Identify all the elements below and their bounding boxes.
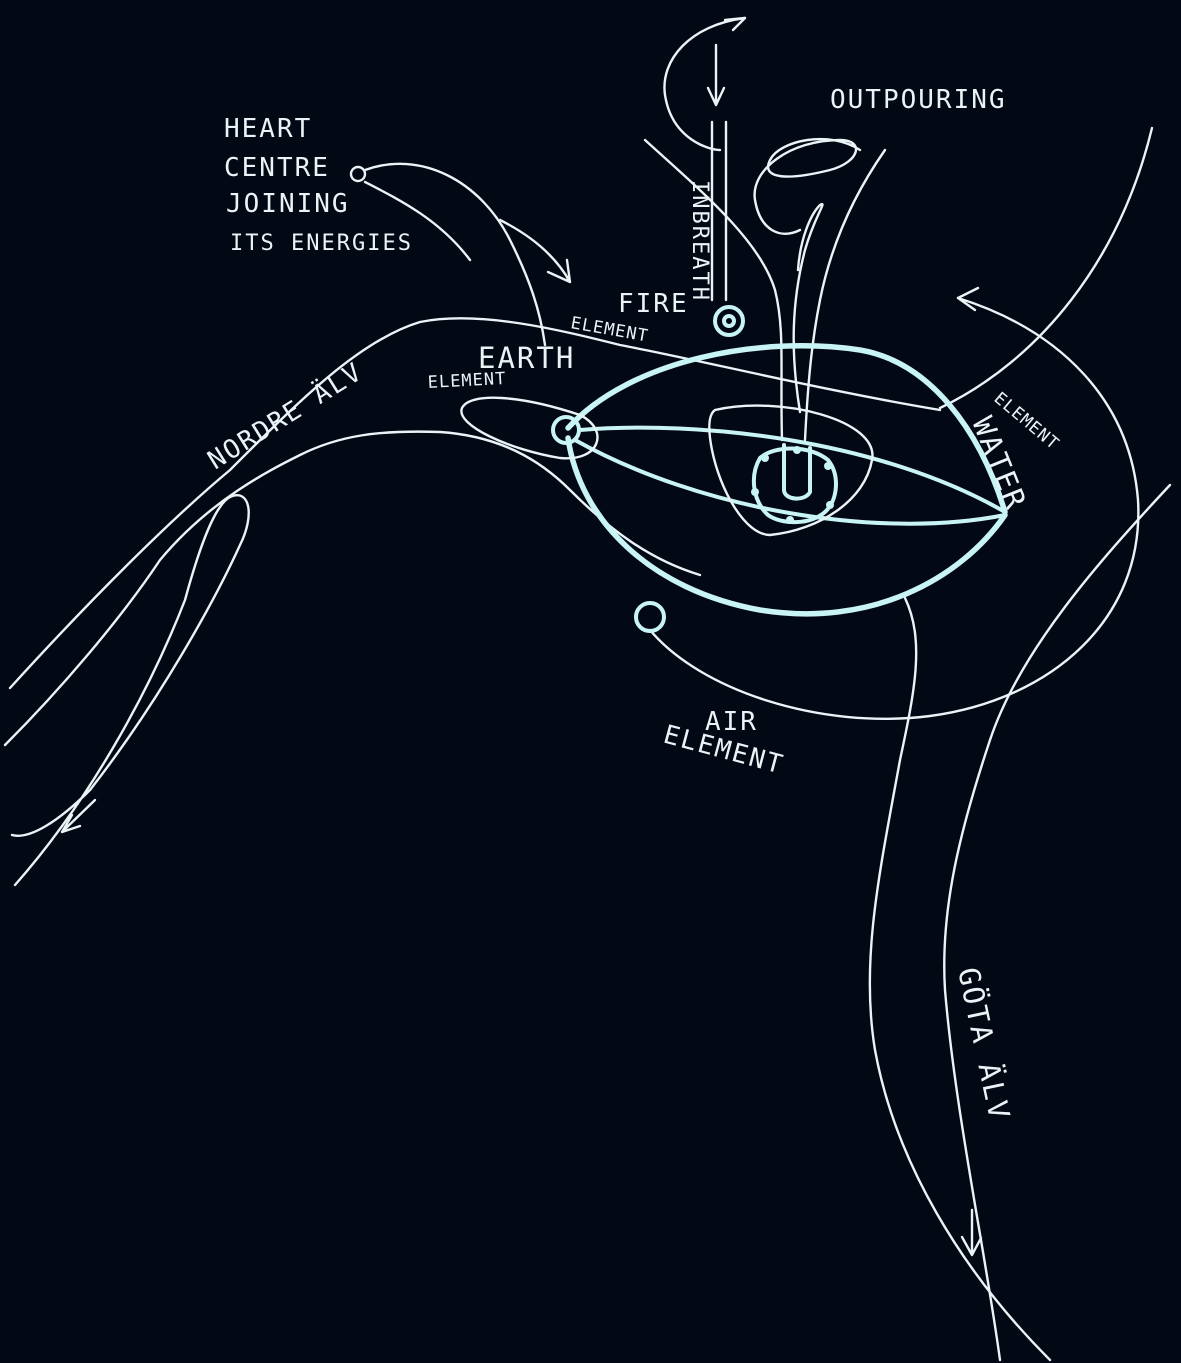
label-joining: JOINING xyxy=(226,189,350,219)
outer-return-arc xyxy=(648,296,1140,720)
inbreath-top-loop xyxy=(663,16,747,152)
funnel-left-wall xyxy=(643,138,784,442)
eye-upper-lid xyxy=(565,343,1008,515)
gota-alv-flow-arrow xyxy=(960,1208,983,1257)
inbreath-down-arrow xyxy=(706,43,726,107)
nordre-alv-lower-bank xyxy=(3,430,702,747)
pupil-ring xyxy=(751,446,838,525)
pupil-chamber xyxy=(708,404,874,537)
pupil-dot-6 xyxy=(751,488,759,496)
nordre-alv-inner-loop xyxy=(10,494,250,887)
label-air: AIR xyxy=(705,707,758,737)
outer-return-arrow xyxy=(956,286,980,312)
label-nordre-alv: NORDRE ÄLV xyxy=(202,355,369,476)
right-swoop-line xyxy=(938,126,1154,410)
gota-alv-right-bank xyxy=(943,483,1172,1362)
heart-centre-arc-lower xyxy=(363,180,472,262)
heart-centre-point xyxy=(349,165,367,183)
gota-alv-left-bank xyxy=(868,596,1052,1362)
funnel-right-wall xyxy=(803,148,887,442)
outpouring-spiral xyxy=(753,137,862,235)
air-node xyxy=(634,601,666,633)
label-inbreath: INBREATH xyxy=(687,180,712,302)
label-earth-element: ELEMENT xyxy=(427,369,507,393)
label-its-energies: ITS ENERGIES xyxy=(230,231,413,256)
label-fire: FIRE xyxy=(618,289,689,319)
label-centre: CENTRE xyxy=(224,153,330,183)
label-gota-alv: GÖTA ÄLV xyxy=(951,964,1017,1123)
inbreath-top-arrow xyxy=(723,16,747,32)
pupil-dot-2 xyxy=(793,446,801,454)
nordre-alv-upper-bank xyxy=(8,317,942,690)
pupil-core xyxy=(782,443,812,501)
pupil-dot-5 xyxy=(786,516,794,524)
eye-inner-lower xyxy=(573,438,1007,526)
label-earth: EARTH xyxy=(478,341,575,375)
heart-energy-arrow xyxy=(498,218,572,284)
pupil-dot-4 xyxy=(826,501,834,509)
label-outpouring: OUTPOURING xyxy=(830,85,1007,115)
earth-ellipse xyxy=(460,396,599,460)
pupil-dot-1 xyxy=(761,454,769,462)
inbreath-node-inner xyxy=(722,314,736,328)
eye-lower-lid xyxy=(565,435,1008,617)
inbreath-node-outer xyxy=(713,305,745,337)
label-heart: HEART xyxy=(224,114,312,144)
heart-centre-arc xyxy=(363,162,547,347)
earth-node xyxy=(551,415,581,445)
funnel-inner-stem xyxy=(792,202,824,414)
eye-inner-upper xyxy=(578,425,1007,514)
pupil-dot-3 xyxy=(824,462,832,470)
nordre-alv-flow-arrow xyxy=(60,798,97,834)
